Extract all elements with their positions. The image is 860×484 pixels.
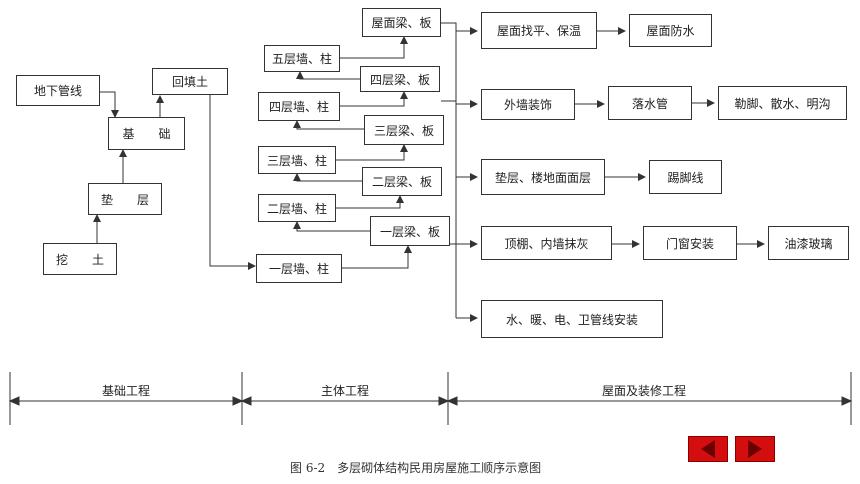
triangle-right-icon xyxy=(748,440,762,458)
phase-label-foundation: 基础工程 xyxy=(101,384,151,398)
box-roof-beam: 屋面梁、板 xyxy=(362,8,441,37)
box-exterior-finish: 外墙装饰 xyxy=(481,89,575,120)
arrow-backfill-to-floor1 xyxy=(209,94,256,270)
trunk-line xyxy=(441,22,457,318)
arrow-floor5wall-to-roofbeam xyxy=(340,36,408,59)
box-floor4-wall: 四层墙、柱 xyxy=(258,92,340,121)
arrow-floor4beam-to-floor5wall xyxy=(296,71,360,80)
box-roof-leveling: 屋面找平、保温 xyxy=(481,12,597,49)
arrow-floor3wall-to-floor3beam xyxy=(336,144,408,161)
box-floor2-beam: 二层梁、板 xyxy=(362,167,442,196)
box-floor3-wall: 三层墙、柱 xyxy=(258,146,336,174)
arrow-floor2beam-to-floor3wall xyxy=(293,173,362,182)
box-ceiling-plaster: 顶棚、内墙抹灰 xyxy=(481,226,612,260)
box-floor5-wall: 五层墙、柱 xyxy=(264,45,340,72)
arrow-floor1beam-to-floor2wall xyxy=(293,221,370,232)
box-underground-pipes: 地下管线 xyxy=(16,75,100,106)
box-backfill: 回填土 xyxy=(152,68,228,95)
box-cushion: 垫 层 xyxy=(88,183,162,215)
arrow-floor2wall-to-floor2beam xyxy=(336,195,404,209)
arrow-floor4wall-to-floor4beam xyxy=(340,91,408,107)
arrow-floor1wall-to-floor1beam xyxy=(342,245,412,269)
box-skirting: 踢脚线 xyxy=(649,160,722,194)
box-downpipe: 落水管 xyxy=(608,86,692,120)
arrow-pipes-to-foundation xyxy=(100,91,119,118)
box-floor1-wall: 一层墙、柱 xyxy=(256,254,342,283)
box-floor-layers: 垫层、楼地面面层 xyxy=(481,159,605,195)
phase-label-main-structure: 主体工程 xyxy=(320,384,370,398)
box-floor3-beam: 三层梁、板 xyxy=(364,115,444,145)
phase-label-roof-finish: 屋面及装修工程 xyxy=(601,384,687,398)
box-door-window: 门窗安装 xyxy=(643,226,737,260)
prev-slide-button[interactable] xyxy=(688,436,728,462)
box-foundation: 基 础 xyxy=(108,117,185,150)
box-floor1-beam: 一层梁、板 xyxy=(370,216,450,246)
phase-timeline xyxy=(8,372,853,425)
figure-caption: 图 6-2 多层砌体结构民用房屋施工顺序示意图 xyxy=(290,461,542,475)
box-excavation: 挖 土 xyxy=(43,243,117,275)
box-floor2-wall: 二层墙、柱 xyxy=(258,194,336,222)
box-utilities: 水、暖、电、卫管线安装 xyxy=(481,300,663,338)
box-plinth: 勒脚、散水、明沟 xyxy=(718,86,847,120)
arrow-to-exterior xyxy=(441,100,478,108)
next-slide-button[interactable] xyxy=(735,436,775,462)
arrow-floor3beam-to-floor4wall xyxy=(293,120,364,130)
box-floor4-beam: 四层梁、板 xyxy=(360,66,440,92)
box-roof-waterproof: 屋面防水 xyxy=(629,14,712,47)
box-paint-glass: 油漆玻璃 xyxy=(768,226,849,260)
triangle-left-icon xyxy=(701,440,715,458)
